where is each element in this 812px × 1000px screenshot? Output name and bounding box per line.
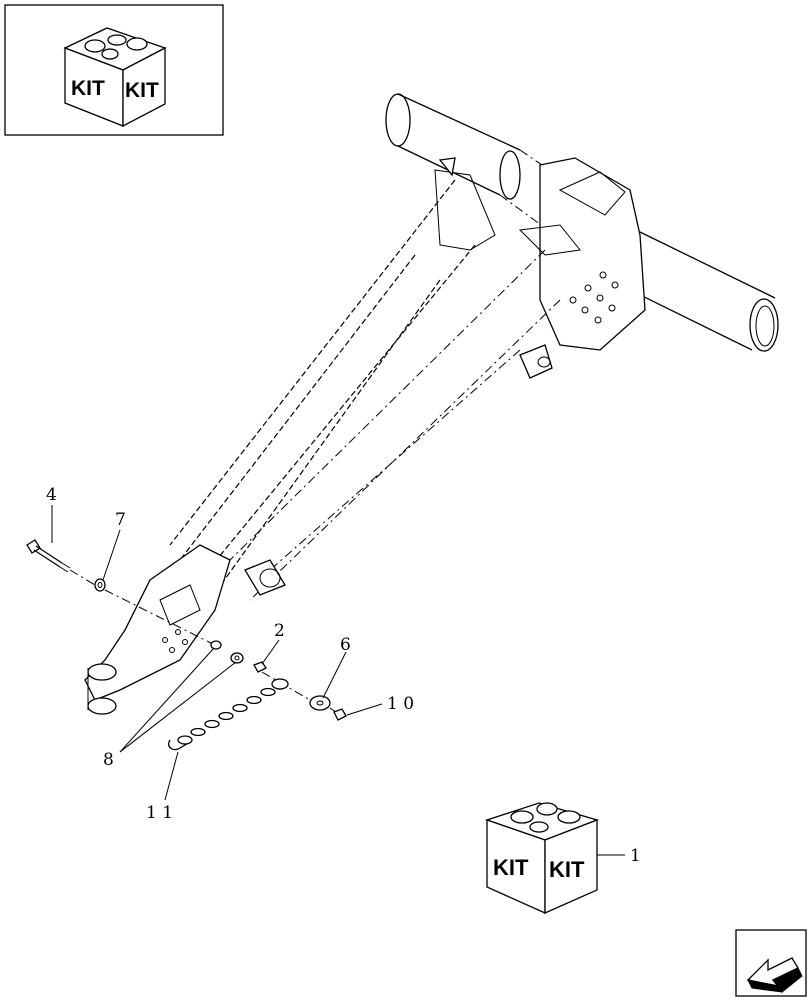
washer-part (94, 578, 216, 646)
kit-label-right: KIT (549, 857, 585, 882)
hitch-tongue (84, 544, 286, 715)
kit-label-left: KIT (493, 855, 529, 880)
kit-label-left: KIT (71, 77, 105, 100)
drawbar-beams (169, 179, 561, 601)
callout-7: 7 (115, 510, 126, 530)
kit-label-right: KIT (125, 79, 159, 102)
tube-mount-bracket (434, 157, 646, 379)
callout-11: 1 1 (146, 803, 173, 823)
bolt-part (26, 539, 101, 589)
callout-10: 1 0 (387, 694, 414, 714)
callout-2: 2 (274, 621, 285, 641)
callout-1: 1 (630, 846, 641, 866)
kit-icon-topleft: KIT KIT (63, 27, 167, 128)
callout-4: 4 (46, 485, 57, 505)
callout-6: 6 (340, 635, 351, 655)
leader-lines (51, 505, 625, 856)
kit-icon-item1: KIT KIT (484, 802, 600, 915)
next-page-arrow-icon[interactable] (735, 929, 807, 997)
kit-legend-frame (4, 4, 224, 136)
callout-8: 8 (103, 750, 114, 770)
safety-chain (168, 678, 289, 751)
